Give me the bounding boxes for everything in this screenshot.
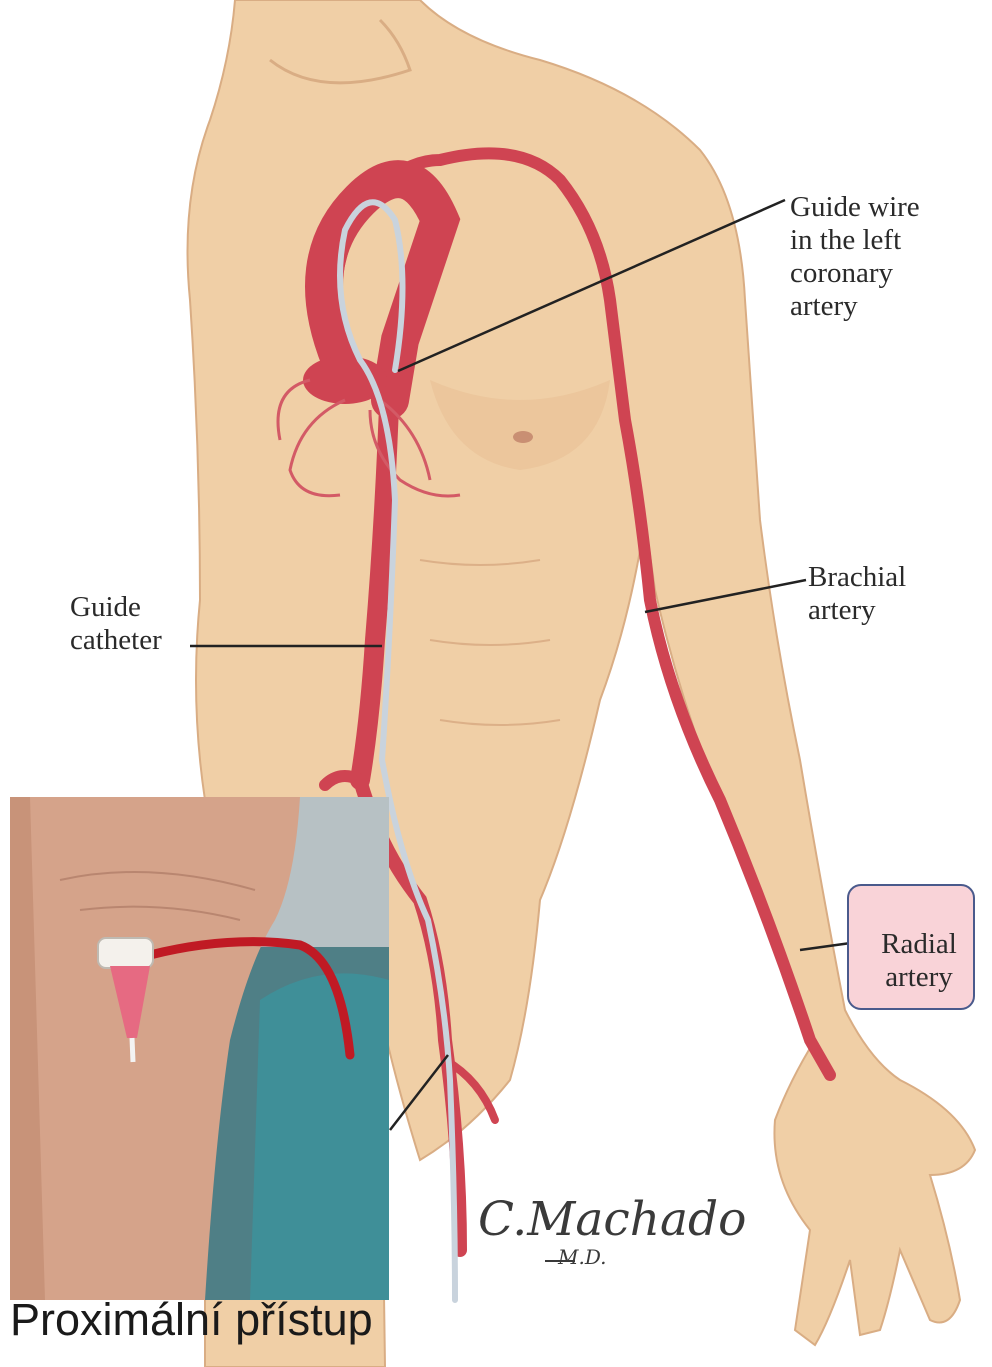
- wrist-photo-inset: [10, 797, 389, 1300]
- brachial-artery-label: Brachial artery: [808, 561, 906, 627]
- nipple: [513, 431, 533, 443]
- drape-fold: [250, 973, 389, 1300]
- radial-artery-label: Radial artery: [869, 928, 969, 994]
- guide-catheter-label: Guide catheter: [70, 591, 162, 657]
- artist-signature: C.Machado: [478, 1192, 746, 1247]
- sheath-hub: [98, 938, 153, 968]
- artist-signature-suffix: M.D.: [558, 1245, 607, 1269]
- caption: Proximální přístup: [10, 1294, 373, 1346]
- guide-wire-label: Guide wire in the left coronary artery: [790, 191, 920, 323]
